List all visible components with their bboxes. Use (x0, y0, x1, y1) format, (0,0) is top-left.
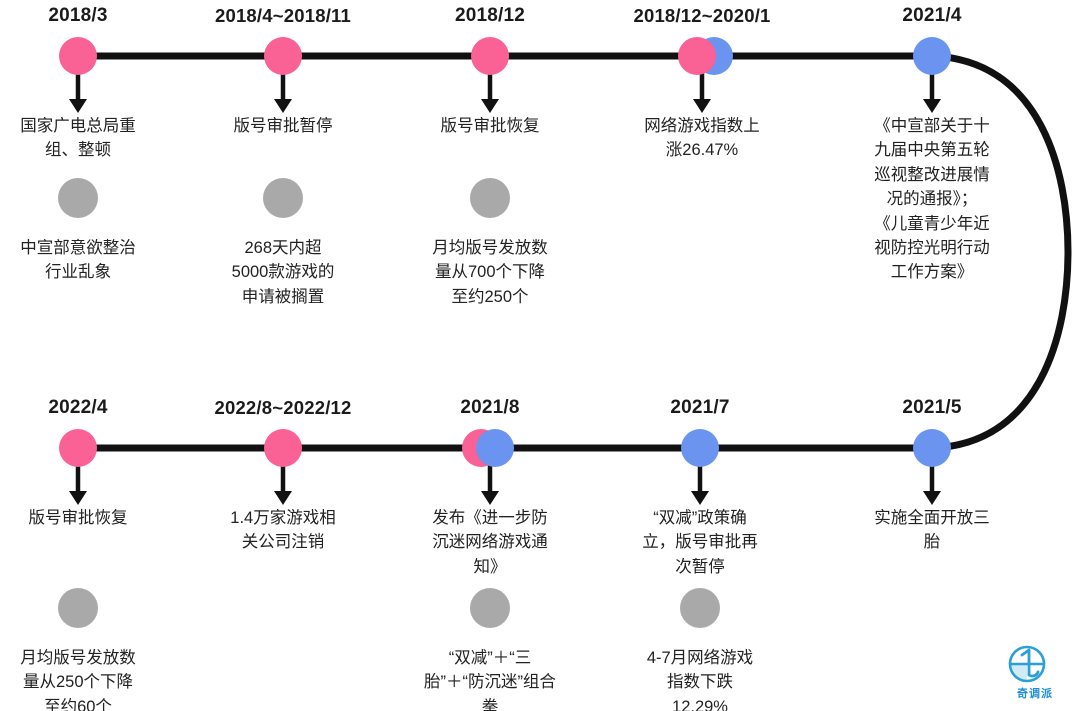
pink-dot (59, 37, 97, 75)
event-text: 《中宣部关于十 九届中央第五轮 巡视整改进展情 况的通报》； 《儿童青少年近 视… (874, 117, 990, 282)
grey-note-dot (470, 588, 510, 628)
date-label: 2022/8~2022/12 (214, 397, 352, 418)
event-text: 网络游戏指数上 涨26.47% (644, 117, 760, 160)
note-block-top-3: 月均版号发放数 量从700个下降 至约250个 (385, 178, 595, 309)
note-text: 268天内超 5000款游戏的 申请被搁置 (231, 239, 335, 306)
note-text: 月均版号发放数 量从700个下降 至约250个 (432, 239, 548, 306)
event-block-top-4: 网络游戏指数上 涨26.47% (597, 114, 807, 163)
pink-dot (59, 429, 97, 467)
grey-note-dot (58, 178, 98, 218)
event-block-top-2: 版号审批暂停 (178, 114, 388, 138)
timeline-node-top-4[interactable]: 2018/12~2020/1 (597, 5, 807, 26)
note-text: 4-7月网络游戏 指数下跌 12.29% (646, 649, 754, 711)
date-label: 2018/3 (48, 5, 108, 26)
timeline-node-top-3[interactable]: 2018/12 (385, 5, 595, 27)
note-block-top-1: 中宣部意欲整治 行业乱象 (0, 178, 183, 285)
note-block-bottom-4: 4-7月网络游戏 指数下跌 12.29% (595, 588, 805, 711)
blue-dot (476, 429, 514, 467)
note-text: 月均版号发放数 量从250个下降 至约60个 (20, 649, 136, 711)
timeline-node-bottom-2[interactable]: 2022/8~2022/12 (178, 397, 388, 418)
arrow-head-2021-7 (691, 491, 709, 505)
date-label: 2021/5 (902, 397, 962, 418)
note-block-top-2: 268天内超 5000款游戏的 申请被搁置 (178, 178, 388, 309)
note-text: 中宣部意欲整治 行业乱象 (20, 239, 136, 282)
arrow-head-2018-3 (69, 99, 87, 113)
brand-logo: 奇调派 (1004, 641, 1066, 703)
date-label: 2021/7 (670, 397, 730, 418)
grey-note-dot (680, 588, 720, 628)
arrow-down-group-bottom (75, 462, 935, 493)
event-text: 版号审批暂停 (233, 117, 333, 135)
pink-dot (471, 37, 509, 75)
event-text: “双减”政策确 立，版号审批再 次暂停 (642, 509, 758, 576)
arrow-head-2018-12 (481, 99, 499, 113)
event-block-bottom-4: “双减”政策确 立，版号审批再 次暂停 (595, 506, 805, 579)
timeline-node-bottom-1[interactable]: 2022/4 (0, 397, 183, 419)
timeline-node-bottom-3[interactable]: 2021/8 (385, 397, 595, 419)
event-text: 版号审批恢复 (440, 117, 540, 135)
event-block-top-5: 《中宣部关于十 九届中央第五轮 巡视整改进展情 况的通报》； 《儿童青少年近 视… (827, 114, 1037, 285)
arrow-head-group-top (69, 99, 941, 113)
event-text: 国家广电总局重 组、整顿 (20, 117, 136, 160)
timeline-node-bottom-5[interactable]: 2021/5 (827, 397, 1037, 419)
event-text: 1.4万家游戏相 关公司注销 (230, 509, 336, 552)
event-block-bottom-5: 实施全面开放三 胎 (827, 506, 1037, 555)
note-block-bottom-3: “双减”＋“三 胎”＋“防沉迷”组合 拳 (385, 588, 595, 711)
brand-logo-icon (1008, 645, 1046, 683)
blue-dot (913, 37, 951, 75)
event-block-bottom-3: 发布《进一步防 沉迷网络游戏通 知》 (385, 506, 595, 579)
arrow-head-2021-8 (481, 491, 499, 505)
date-label: 2021/4 (902, 5, 962, 26)
event-text: 实施全面开放三 胎 (874, 509, 990, 552)
timeline-node-top-5[interactable]: 2021/4 (827, 5, 1037, 27)
event-block-bottom-2: 1.4万家游戏相 关公司注销 (178, 506, 388, 555)
date-label: 2018/4~2018/11 (214, 5, 352, 26)
blue-dot (913, 429, 951, 467)
timeline-node-bottom-4[interactable]: 2021/7 (595, 397, 805, 419)
arrow-head-2021-5 (923, 491, 941, 505)
arrow-head-group-bottom (69, 491, 941, 505)
grey-note-dot (470, 178, 510, 218)
brand-logo-wordmark: 奇调派 (1017, 688, 1053, 700)
date-label: 2022/4 (48, 397, 108, 418)
pink-dot (264, 37, 302, 75)
note-text: “双减”＋“三 胎”＋“防沉迷”组合 拳 (424, 649, 556, 711)
blue-dot (681, 429, 719, 467)
arrow-head-2022-4 (69, 491, 87, 505)
arrow-down-group-top (75, 70, 935, 101)
timeline-node-top-2[interactable]: 2018/4~2018/11 (178, 5, 388, 26)
event-block-top-3: 版号审批恢复 (385, 114, 595, 138)
grey-note-dot (58, 588, 98, 628)
timeline-node-top-1[interactable]: 2018/3 (0, 5, 183, 27)
arrow-head-2018-4 (274, 99, 292, 113)
event-text: 版号审批恢复 (28, 509, 128, 527)
date-label: 2018/12 (454, 5, 526, 26)
event-text: 发布《进一步防 沉迷网络游戏通 知》 (432, 509, 548, 576)
arrow-head-2022-8 (274, 491, 292, 505)
date-label: 2021/8 (460, 397, 520, 418)
pink-dot (678, 37, 716, 75)
pink-dot (264, 429, 302, 467)
grey-note-dot (263, 178, 303, 218)
date-label: 2018/12~2020/1 (633, 5, 771, 26)
event-block-bottom-1: 版号审批恢复 (0, 506, 183, 530)
event-block-top-1: 国家广电总局重 组、整顿 (0, 114, 183, 163)
arrow-head-2021-4 (923, 99, 941, 113)
arrow-head-2018-12b (693, 99, 711, 113)
note-block-bottom-1: 月均版号发放数 量从250个下降 至约60个 (0, 588, 183, 711)
